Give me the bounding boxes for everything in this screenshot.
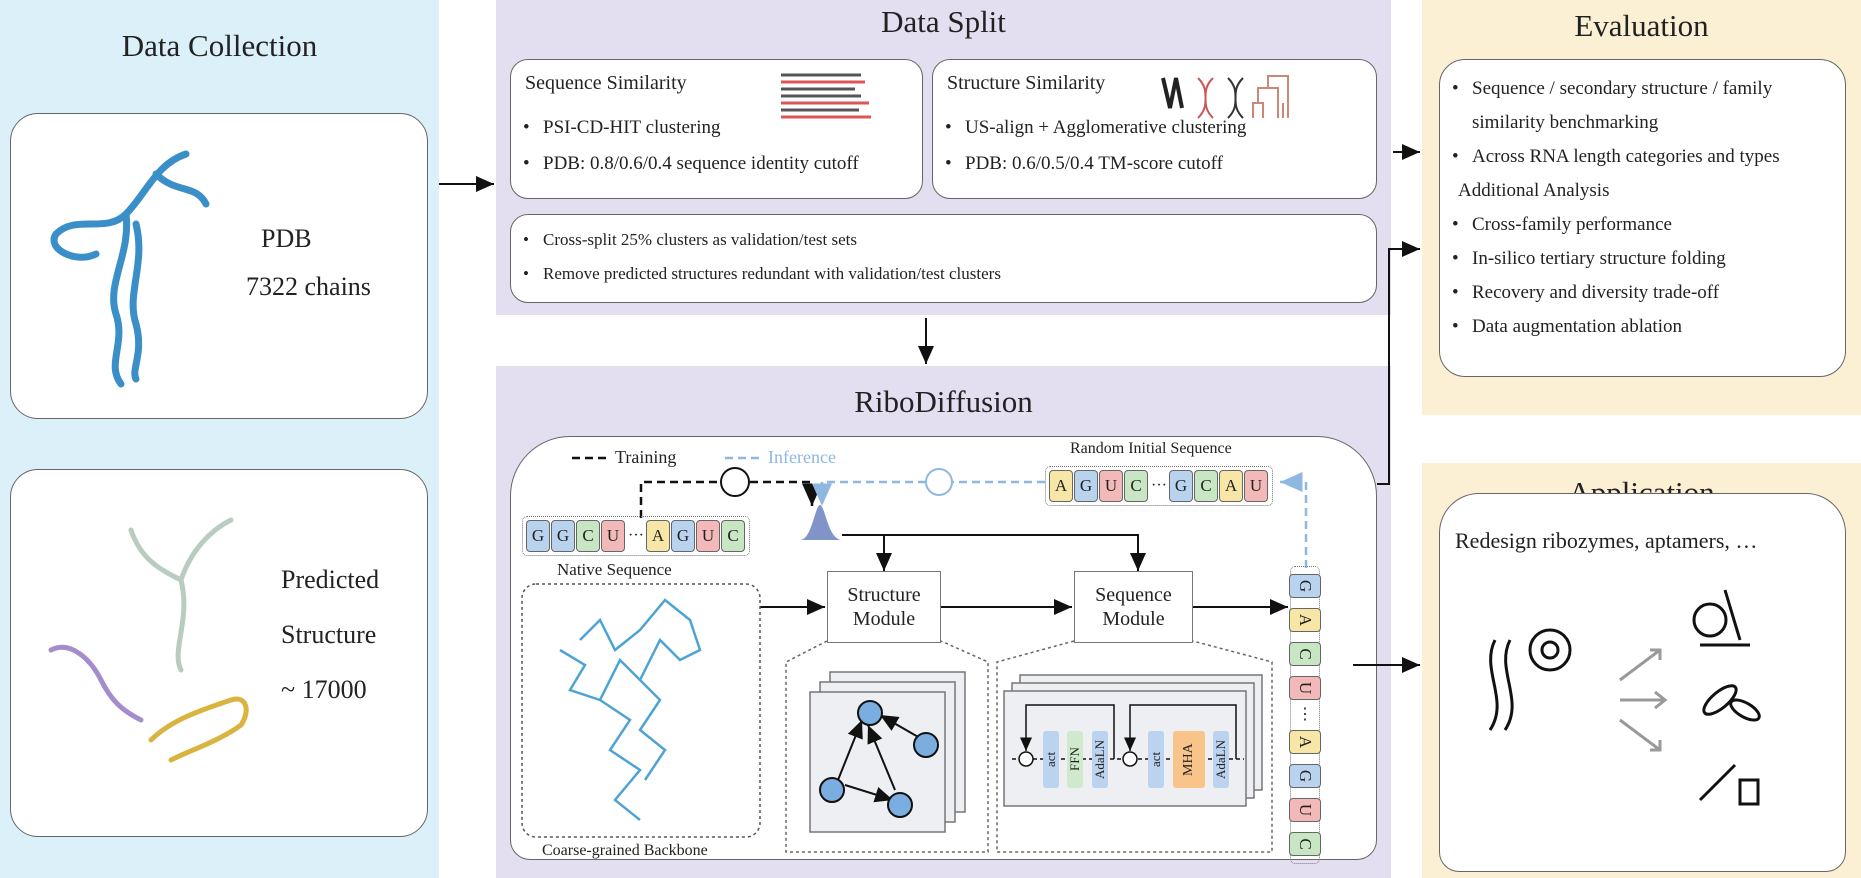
nucleotide: A (1219, 470, 1243, 502)
pdb-card: PDB 7322 chains (10, 113, 428, 419)
nucleotide: U (1289, 798, 1321, 822)
ellipsis: ··· (628, 527, 644, 544)
evaluation-title: Evaluation (1574, 8, 1709, 43)
legend-inference: Inference (768, 447, 836, 467)
adaln-block: AdaLN (1213, 731, 1229, 788)
microscope-icon (1692, 589, 1750, 647)
mha-block: MHA (1173, 731, 1205, 788)
data-collection-panel: Data Collection PDB 7322 chains Predicte… (0, 0, 439, 878)
split-bullet: Cross-split 25% clusters as validation/t… (519, 223, 1001, 257)
analysis-bullet: Cross-family performance (1448, 208, 1780, 242)
predicted-card: Predicted Structure ~ 17000 (10, 469, 428, 837)
predicted-structures-image (48, 517, 249, 763)
nucleotide: C (576, 520, 600, 552)
rna-structure-image (50, 150, 210, 388)
struct-bullet: PDB: 0.6/0.5/0.4 TM-score cutoff (941, 146, 1246, 182)
nucleotide: C (1194, 470, 1218, 502)
ellipsis: ⋮ (1297, 706, 1313, 723)
sequence-similarity-card: Sequence Similarity PSI-CD-HIT clusterin… (510, 59, 923, 199)
nucleotide: G (1169, 470, 1193, 502)
data-collection-title: Data Collection (121, 28, 318, 63)
seq-bullet: PSI-CD-HIT clustering (519, 110, 859, 146)
structure-similarity-title: Structure Similarity (947, 72, 1106, 94)
application-icons (1488, 589, 1761, 806)
application-card (1439, 493, 1846, 872)
nucleotide: G (671, 520, 695, 552)
split-summary-card: Cross-split 25% clusters as validation/t… (510, 214, 1377, 303)
adaln-block: AdaLN (1092, 731, 1108, 788)
arrow-ribo-to-eval (1377, 241, 1420, 485)
legend-training: Training (615, 447, 677, 467)
sequence-module-label: Sequence Module (1095, 584, 1172, 630)
nucleotide: U (1289, 676, 1321, 700)
seq-bullet: PDB: 0.8/0.6/0.4 sequence identity cutof… (519, 146, 859, 182)
nucleotide: A (1289, 608, 1321, 632)
nucleotide: A (1289, 730, 1321, 754)
eval-bullet-cont: similarity benchmarking (1472, 112, 1659, 133)
structure-module: Structure Module (827, 571, 941, 643)
native-seq-label: Native Sequence (557, 560, 672, 579)
coarse-backbone-image (559, 598, 702, 821)
nucleotide: U (1244, 470, 1268, 502)
nucleotide: U (1099, 470, 1123, 502)
syringe-icon (1698, 763, 1760, 806)
sequence-similarity-title: Sequence Similarity (525, 72, 687, 94)
nucleotide: C (1289, 832, 1321, 856)
inference-add-icon (925, 468, 953, 496)
nucleotide: A (1049, 470, 1073, 502)
nucleotide: C (1124, 470, 1148, 502)
nucleotide: G (1074, 470, 1098, 502)
pdb-count: 7322 chains (246, 272, 371, 301)
nucleotide: C (721, 520, 745, 552)
eval-bullet: Sequence / secondary structure / family (1472, 78, 1773, 99)
pdb-label: PDB (261, 224, 312, 253)
ribodiffusion-title: RiboDiffusion (854, 384, 1033, 419)
act-block: act (1043, 731, 1059, 788)
application-text: Redesign ribozymes, aptamers, … (1455, 528, 1758, 553)
data-split-panel: Data Split Sequence Similarity PSI-CD-HI… (496, 0, 1391, 315)
training-add-icon (720, 467, 750, 497)
struct-bullet: US-align + Agglomerative clustering (941, 110, 1246, 146)
data-split-title: Data Split (881, 4, 1006, 39)
bacteria-icon (1702, 684, 1761, 722)
eval-bullet: Across RNA length categories and types (1472, 146, 1780, 167)
gaussian-noise-icon (800, 505, 842, 540)
structure-similarity-card: Structure Similarity US-align + Agglomer… (932, 59, 1377, 199)
analysis-bullet: In-silico tertiary structure folding (1448, 242, 1780, 276)
evaluation-panel: Evaluation •Sequence / secondary structu… (1422, 0, 1861, 415)
split-bullet: Remove predicted structures redundant wi… (519, 257, 1001, 291)
nucleotide: A (646, 520, 670, 552)
nucleotide: G (1289, 764, 1321, 788)
evaluation-card: •Sequence / secondary structure / family… (1439, 59, 1846, 377)
application-panel: Application (1422, 463, 1861, 878)
predicted-count: ~ 17000 (281, 675, 367, 704)
predicted-label-2: Structure (281, 620, 377, 649)
additional-analysis-heading: Additional Analysis (1458, 180, 1610, 201)
nucleotide: U (601, 520, 625, 552)
ellipsis: ··· (1151, 477, 1167, 494)
nucleotide: C (1289, 642, 1321, 666)
analysis-bullet: Recovery and diversity trade-off (1448, 276, 1780, 310)
sequence-module: Sequence Module (1074, 571, 1193, 643)
graph-diagram (819, 700, 939, 818)
structure-module-label: Structure Module (847, 584, 921, 630)
ffn-block: FFN (1067, 731, 1083, 788)
backbone-box (521, 583, 761, 838)
random-seq-label: Random Initial Sequence (1070, 440, 1232, 457)
analysis-bullet: Data augmentation ablation (1448, 310, 1780, 344)
nucleotide: G (526, 520, 550, 552)
nucleotide: G (1289, 574, 1321, 598)
predicted-label-1: Predicted (281, 565, 380, 594)
backbone-label: Coarse-grained Backbone (542, 842, 708, 859)
act-block: act (1148, 731, 1164, 788)
nucleotide: G (551, 520, 575, 552)
nucleotide: U (696, 520, 720, 552)
